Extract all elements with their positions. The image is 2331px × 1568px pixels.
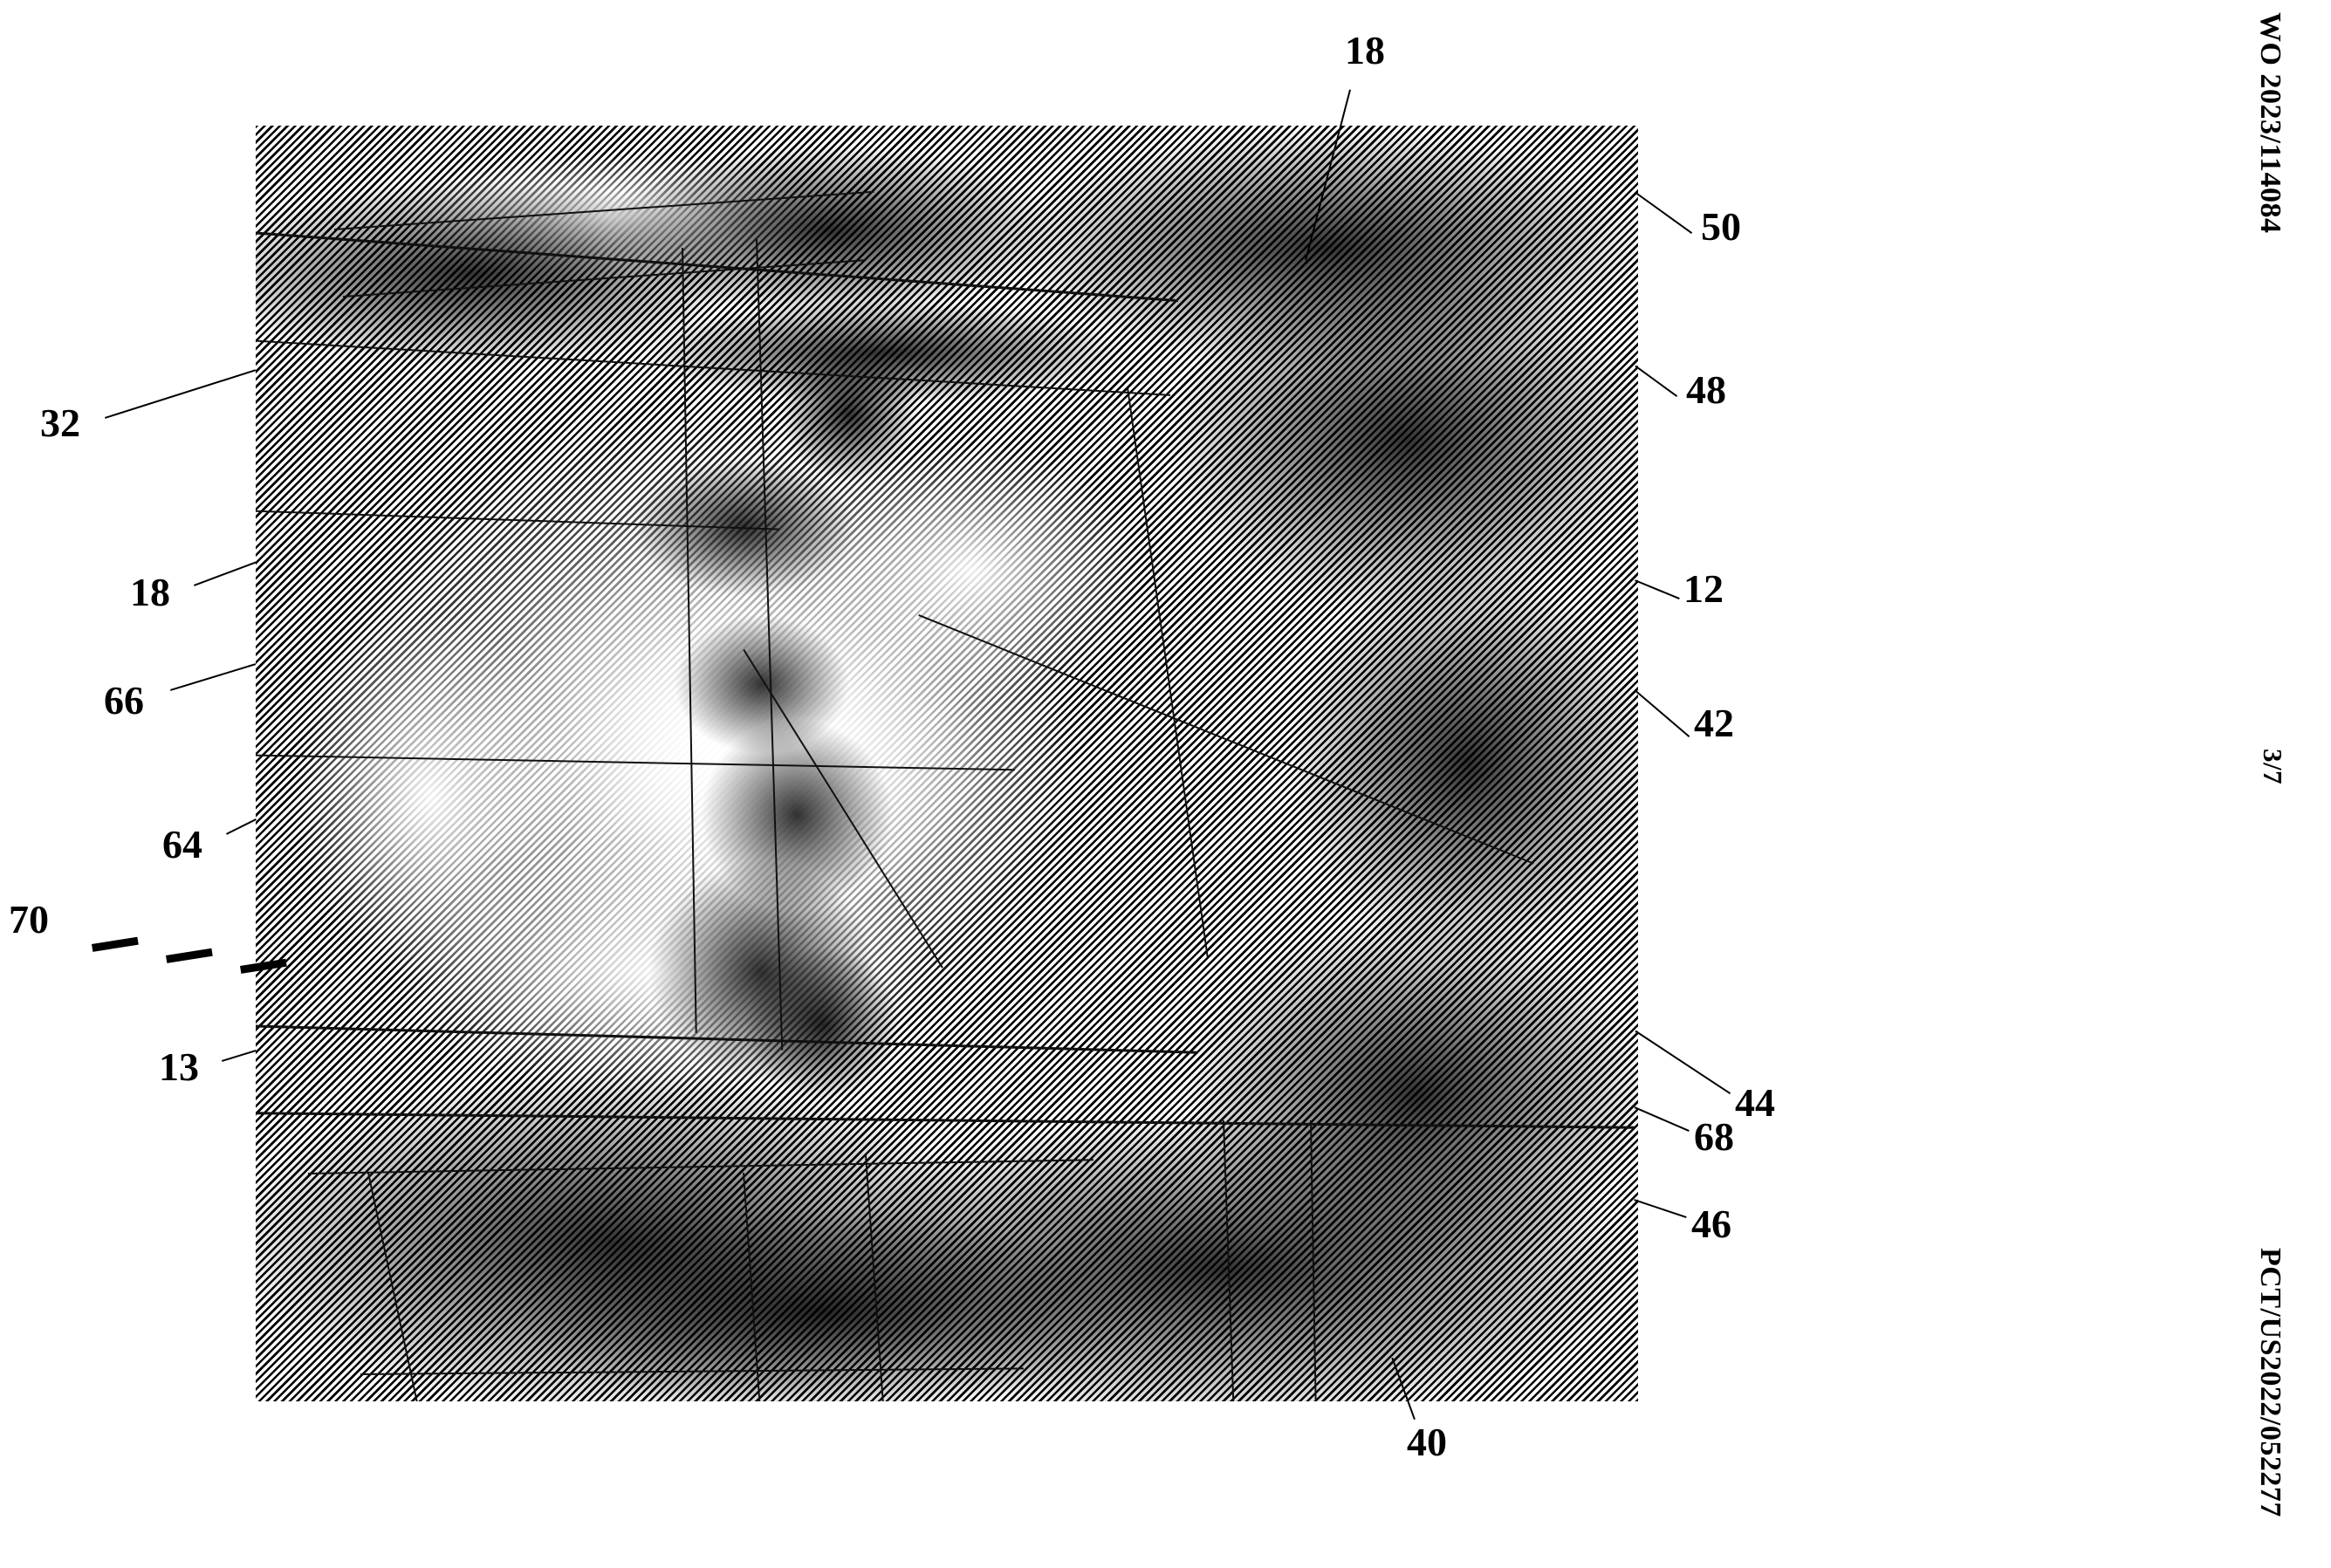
callout-13: 13 xyxy=(159,1044,199,1089)
halftone-screen-overlay xyxy=(256,126,1638,1401)
callout-12: 12 xyxy=(1683,566,1724,611)
callout-66: 66 xyxy=(104,678,144,722)
leader-70-dash-2 xyxy=(166,948,213,963)
leader-18-left xyxy=(194,561,257,586)
callout-18-top: 18 xyxy=(1345,28,1385,72)
callout-46: 46 xyxy=(1691,1202,1731,1246)
leader-13 xyxy=(222,1050,257,1062)
leader-12 xyxy=(1635,579,1680,599)
leader-50 xyxy=(1635,191,1693,234)
leader-44 xyxy=(1635,1030,1731,1094)
leader-70-dash-1 xyxy=(92,936,139,952)
callout-32: 32 xyxy=(40,401,80,445)
leader-68 xyxy=(1634,1106,1690,1132)
sheet-number: 3/7 xyxy=(2258,749,2288,785)
application-number: PCT/US2022/052277 xyxy=(2254,1248,2286,1517)
callout-42: 42 xyxy=(1694,701,1734,745)
callout-44: 44 xyxy=(1735,1080,1775,1125)
leader-42 xyxy=(1634,689,1690,737)
callout-50: 50 xyxy=(1701,204,1741,249)
leader-32 xyxy=(105,369,257,419)
leader-48 xyxy=(1635,365,1678,397)
callout-48: 48 xyxy=(1686,367,1726,412)
callout-18-left: 18 xyxy=(130,570,170,614)
patent-figure-photograph xyxy=(256,126,1638,1401)
callout-68: 68 xyxy=(1694,1114,1734,1159)
callout-70: 70 xyxy=(9,897,49,941)
publication-number: WO 2023/114084 xyxy=(2254,12,2286,234)
callout-64: 64 xyxy=(162,822,202,866)
leader-66 xyxy=(170,663,257,691)
leader-46 xyxy=(1634,1199,1687,1218)
leader-64 xyxy=(226,818,257,835)
callout-40: 40 xyxy=(1407,1420,1447,1464)
